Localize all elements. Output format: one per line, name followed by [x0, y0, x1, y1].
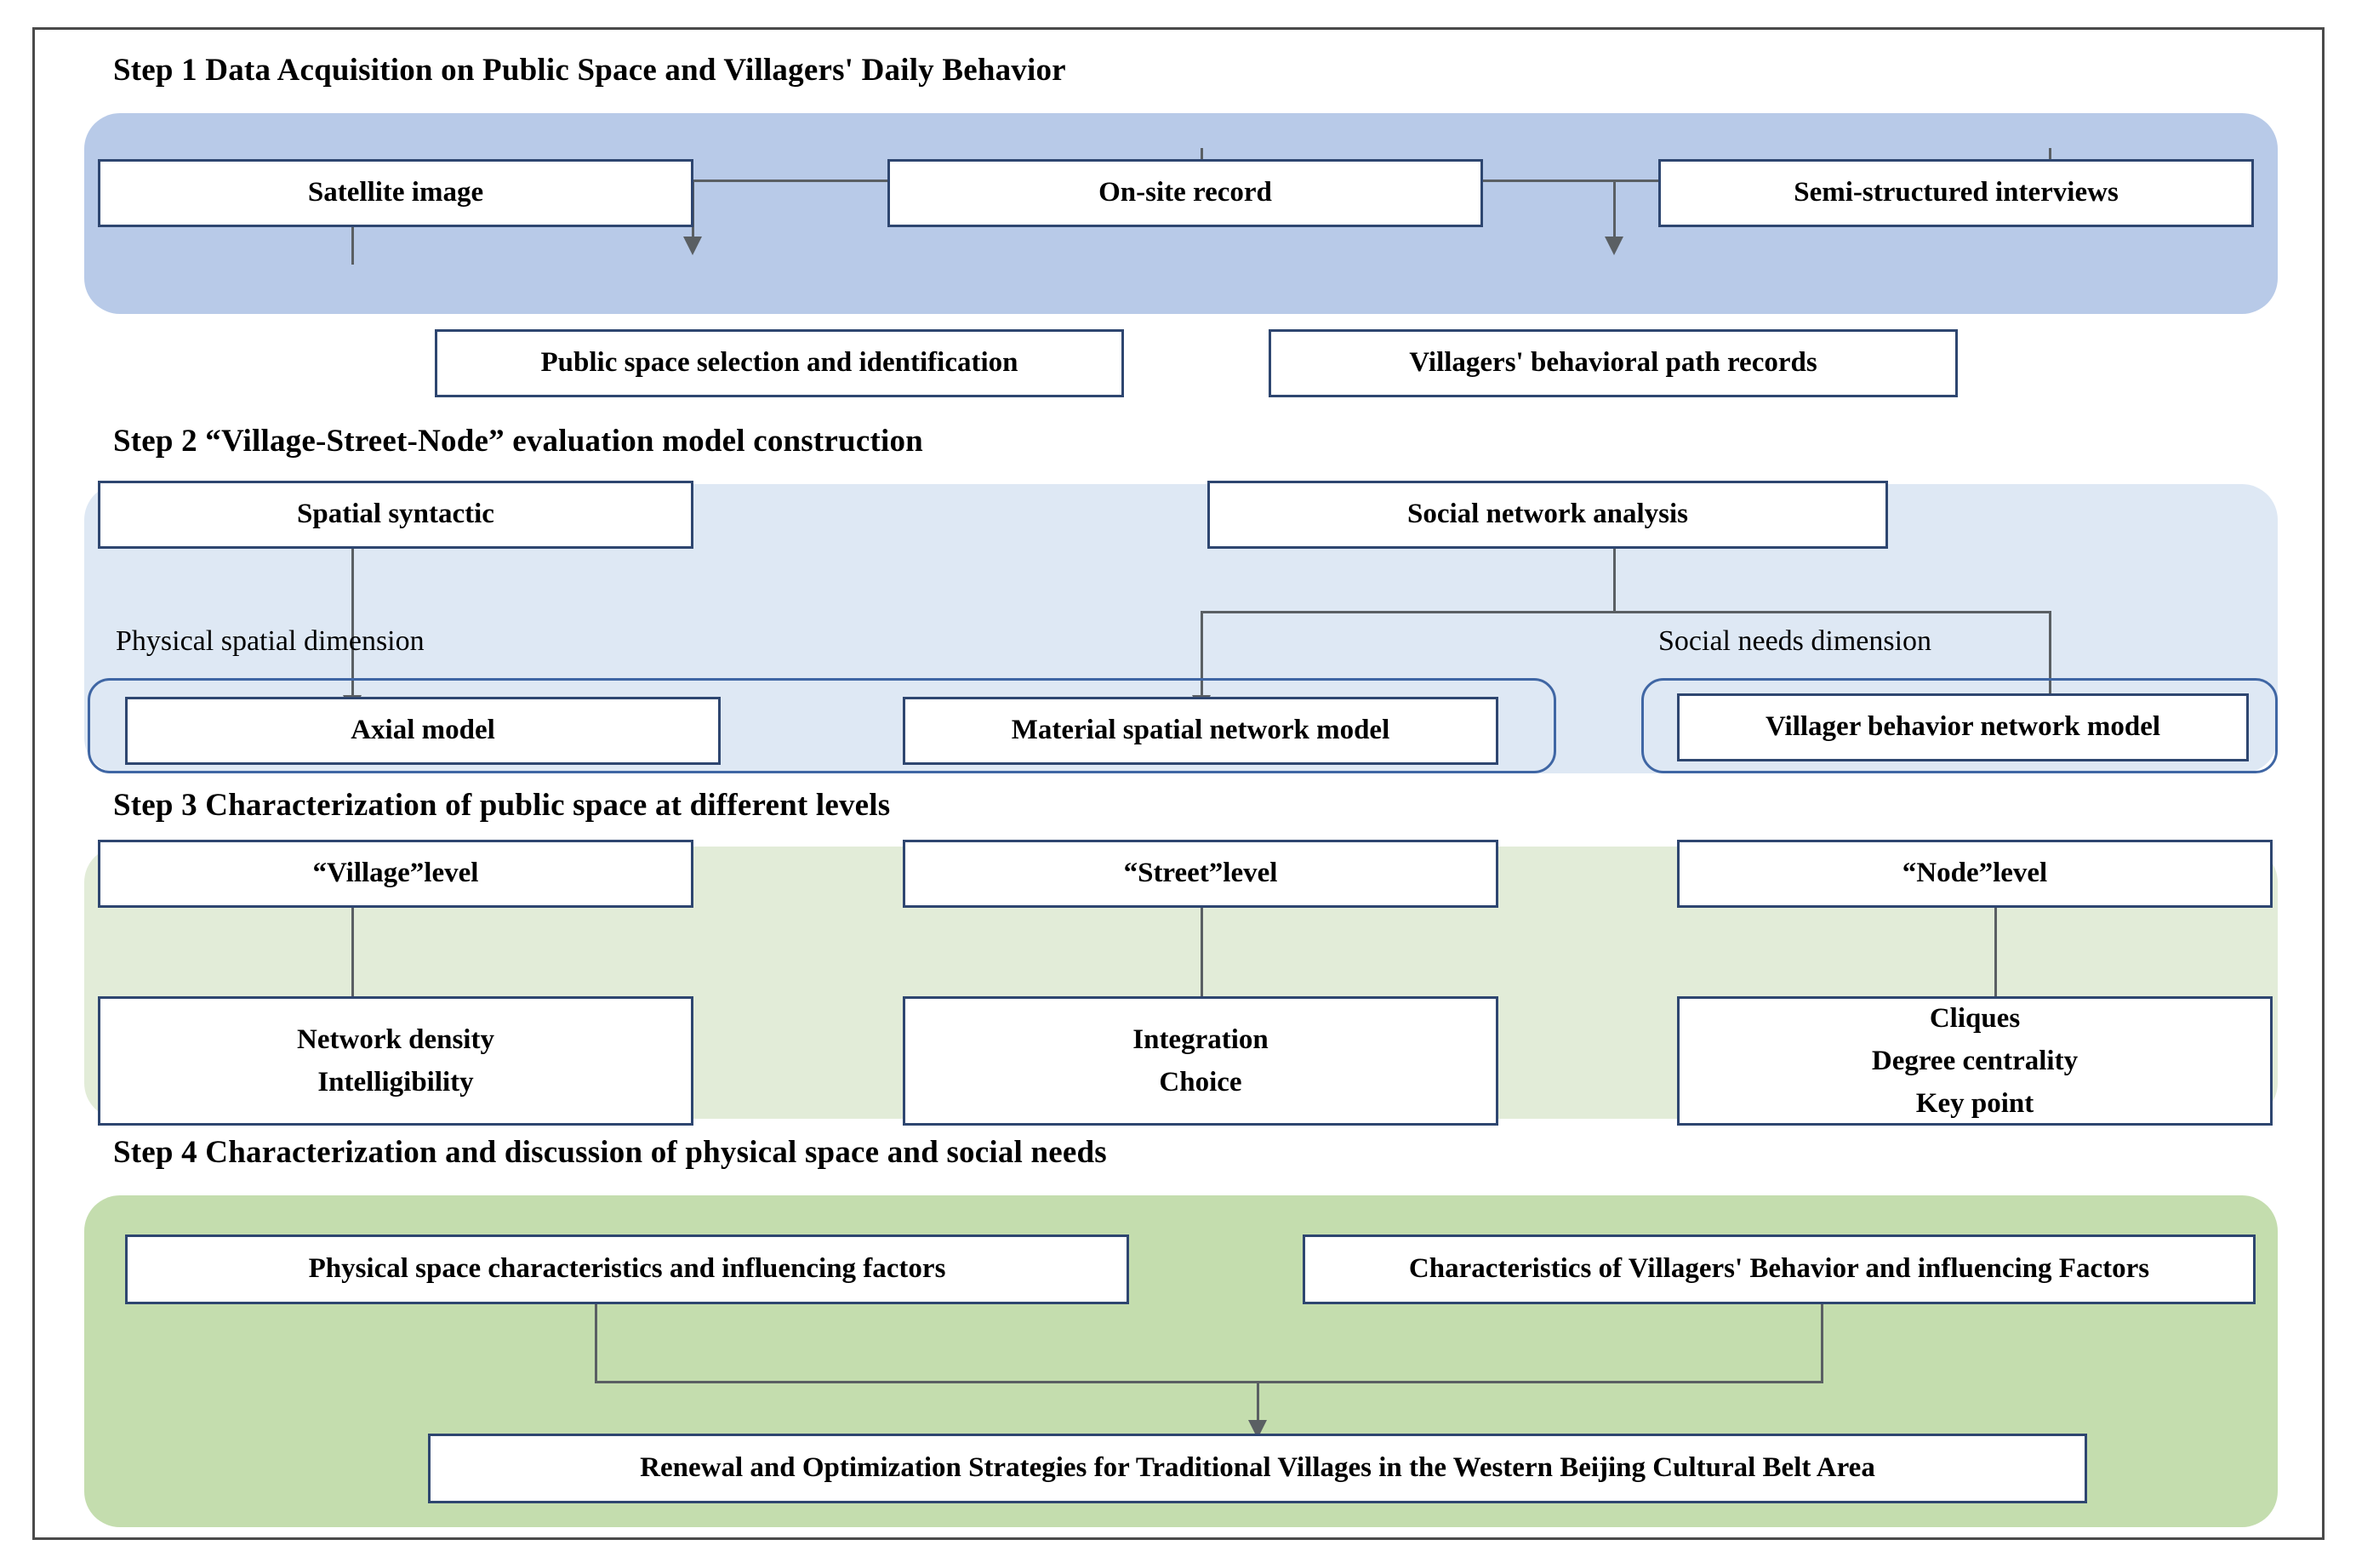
label-physical-spatial-dimension: Physical spatial dimension	[116, 625, 425, 657]
metric-line: Intelligibility	[317, 1067, 474, 1098]
node-physical-space-characteristics[interactable]: Physical space characteristics and influ…	[125, 1234, 1129, 1304]
step3-connector-street	[1201, 908, 1203, 996]
step4-connector-behavior-down	[1821, 1289, 1823, 1381]
diagram-frame: Step 1 Data Acquisition on Public Space …	[32, 27, 2325, 1540]
step2-title: Step 2 “Village-Street-Node” evaluation …	[113, 424, 923, 459]
step2-connector-to-villager	[2049, 611, 2051, 698]
step1-title: Step 1 Data Acquisition on Public Space …	[113, 53, 1066, 88]
step3-title: Step 3 Characterization of public space …	[113, 788, 891, 823]
step4-connector-bus	[595, 1381, 1823, 1383]
step2-connector-sna-bus	[1201, 611, 2051, 613]
metric-line: Integration	[1132, 1023, 1269, 1055]
step4-connector-physical-down	[595, 1289, 597, 1381]
node-villagers-behavioral-path[interactable]: Villagers' behavioral path records	[1269, 329, 1958, 397]
metric-line: Network density	[297, 1023, 494, 1055]
metric-line: Key point	[1915, 1088, 2034, 1120]
node-semi-structured-interviews[interactable]: Semi-structured interviews	[1658, 159, 2254, 227]
node-material-spatial-network-model[interactable]: Material spatial network model	[903, 697, 1498, 765]
node-public-space-selection[interactable]: Public space selection and identificatio…	[435, 329, 1124, 397]
group-social-needs-dimension	[1641, 678, 2278, 773]
node-renewal-optimization-strategies[interactable]: Renewal and Optimization Strategies for …	[428, 1434, 2087, 1503]
group-physical-spatial-dimension	[88, 678, 1556, 773]
step3-connector-node	[1994, 908, 1997, 996]
step2-connector-to-material	[1201, 611, 1203, 698]
node-social-network-analysis[interactable]: Social network analysis	[1207, 481, 1888, 549]
metric-line: Cliques	[1929, 1002, 2021, 1034]
node-node-metrics[interactable]: Cliques Degree centrality Key point	[1677, 996, 2273, 1126]
step1-arrow-behavior	[1605, 237, 1623, 255]
step2-connector-sna-down	[1613, 549, 1616, 611]
step1-arrow-public-space	[683, 237, 702, 255]
node-axial-model[interactable]: Axial model	[125, 697, 721, 765]
node-villagers-behavior-characteristics[interactable]: Characteristics of Villagers' Behavior a…	[1303, 1234, 2256, 1304]
metric-line: Choice	[1159, 1067, 1242, 1098]
node-street-level[interactable]: “Street”level	[903, 840, 1498, 908]
node-node-level[interactable]: “Node”level	[1677, 840, 2273, 908]
step3-connector-village	[351, 908, 354, 996]
node-villager-behavior-network-model[interactable]: Villager behavior network model	[1677, 693, 2249, 761]
node-spatial-syntactic[interactable]: Spatial syntactic	[98, 481, 693, 549]
step4-title: Step 4 Characterization and discussion o…	[113, 1135, 1107, 1170]
node-village-level[interactable]: “Village”level	[98, 840, 693, 908]
node-onsite-record[interactable]: On-site record	[887, 159, 1483, 227]
step2-connector-syntactic-down	[351, 549, 354, 698]
node-village-metrics[interactable]: Network density Intelligibility	[98, 996, 693, 1126]
node-satellite-image[interactable]: Satellite image	[98, 159, 693, 227]
step1-connector-to-behavior	[1613, 180, 1616, 241]
step4-connector-to-renewal	[1257, 1381, 1259, 1425]
label-social-needs-dimension: Social needs dimension	[1658, 625, 1932, 657]
metric-line: Degree centrality	[1871, 1045, 2079, 1076]
node-street-metrics[interactable]: Integration Choice	[903, 996, 1498, 1126]
